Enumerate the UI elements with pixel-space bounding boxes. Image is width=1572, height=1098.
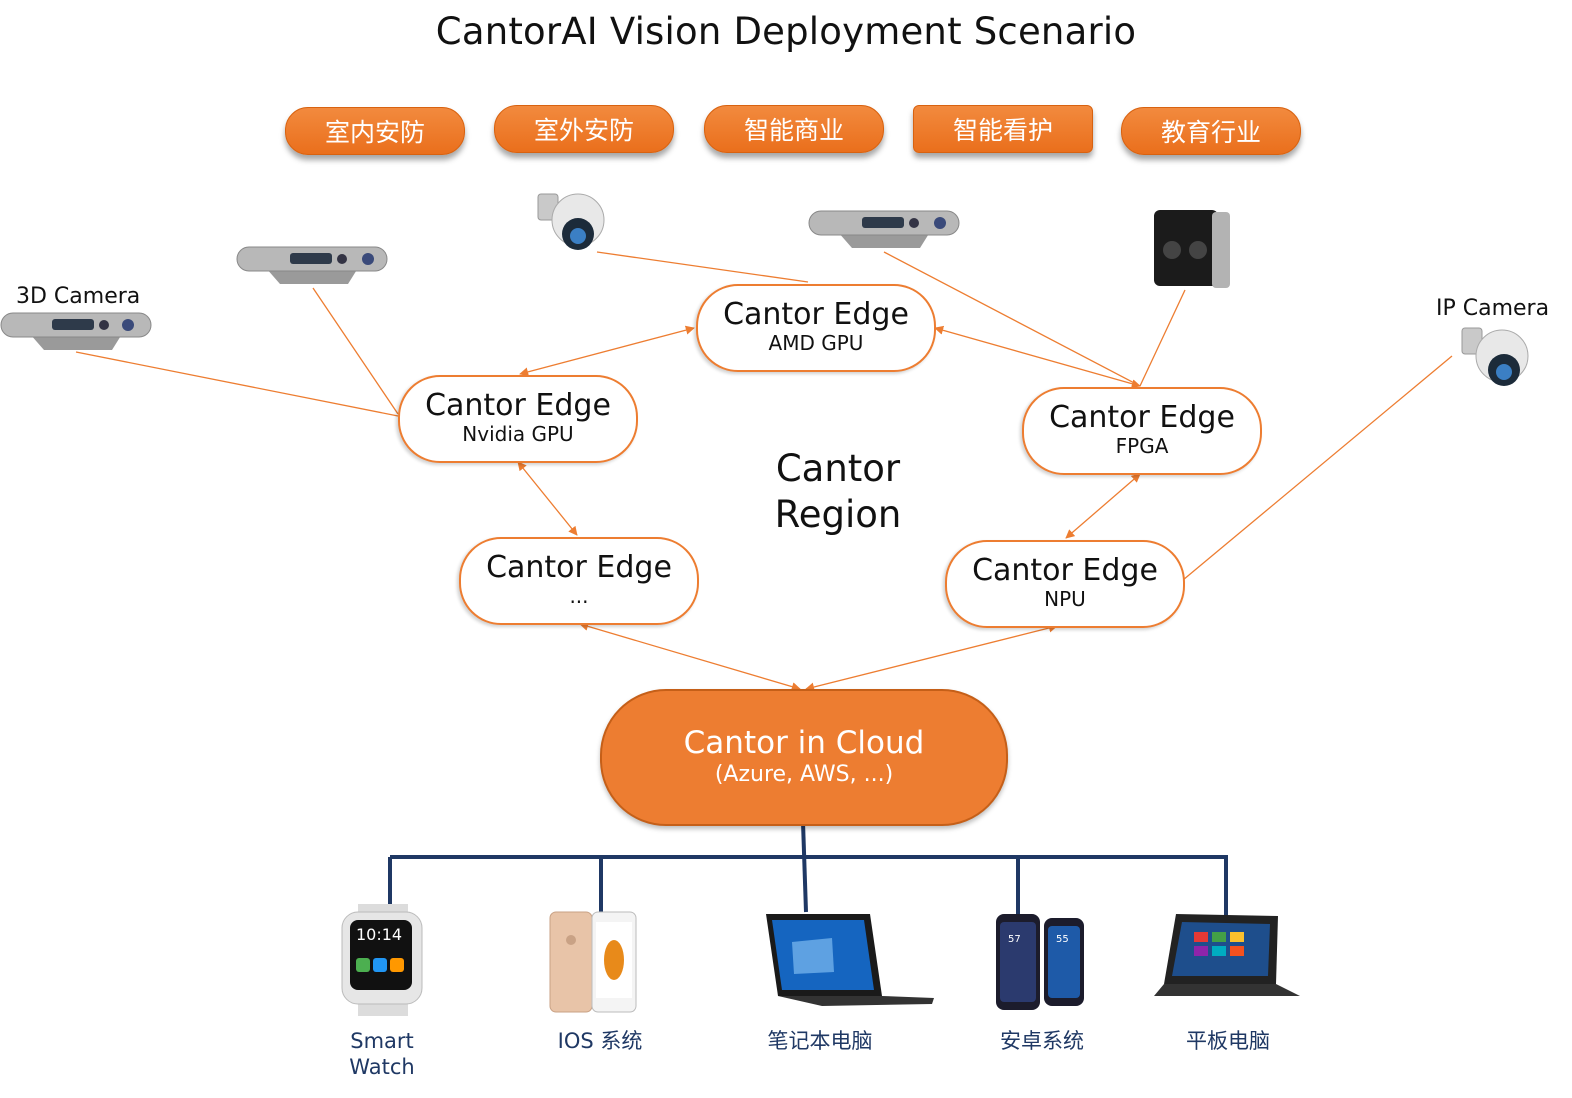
edge-node-nvidia-gpu: Cantor Edge Nvidia GPU <box>398 375 638 463</box>
link-cam2-nvidia <box>312 287 399 415</box>
link-cube-fpga <box>1139 289 1186 387</box>
depth-camera-icon <box>236 246 388 284</box>
edge-node-subtitle: AMD GPU <box>768 331 864 355</box>
arrow-nvidia-amd <box>519 325 695 377</box>
iphone-icon <box>549 911 637 1013</box>
edge-node-title: Cantor Edge <box>972 553 1158 588</box>
edge-node-fpga: Cantor Edge FPGA <box>1022 387 1262 475</box>
cloud-title: Cantor in Cloud <box>683 725 925 761</box>
edge-node-subtitle: NPU <box>1044 587 1086 611</box>
edge-node-amd-gpu: Cantor Edge AMD GPU <box>696 284 936 372</box>
region-label-line2: Region <box>774 493 902 536</box>
cloud-node: Cantor in Cloud (Azure, AWS, ...) <box>600 689 1008 826</box>
edge-node-npu: Cantor Edge NPU <box>945 540 1185 628</box>
device-label-tablet: 平板电脑 <box>1186 1029 1270 1053</box>
edge-node-title: Cantor Edge <box>486 550 672 585</box>
arrow-fpga-npu <box>1065 473 1141 539</box>
region-label-line1: Cantor <box>775 447 901 490</box>
smartwatch-icon: 10:14 <box>341 904 423 1016</box>
label-3d-camera: 3D Camera <box>16 284 141 309</box>
scenario-smart-care: 智能看护 <box>913 105 1093 153</box>
link-ipcam-npu <box>1182 355 1453 581</box>
scenario-indoor-security: 室内安防 <box>285 107 465 155</box>
laptop-icon <box>766 914 934 1006</box>
edge-node-subtitle: FPGA <box>1115 434 1169 458</box>
edge-node-subtitle: Nvidia GPU <box>462 422 574 446</box>
depth-camera-icon <box>0 312 152 350</box>
stereo-camera-icon <box>1154 210 1230 288</box>
scenario-smart-business: 智能商业 <box>704 105 884 153</box>
dome-camera-icon <box>537 193 605 250</box>
tablet-icon <box>1154 914 1300 996</box>
region-label: Cantor Region <box>738 446 938 538</box>
svg-text:55: 55 <box>1056 934 1069 945</box>
edge-node-title: Cantor Edge <box>1049 400 1235 435</box>
device-label-laptop: 笔记本电脑 <box>767 1029 873 1053</box>
cloud-subtitle: (Azure, AWS, ...) <box>714 762 894 787</box>
label-ip-camera: IP Camera <box>1436 296 1550 321</box>
edge-node-title: Cantor Edge <box>425 388 611 423</box>
arrow-nvidia-other <box>517 461 578 536</box>
depth-camera-icon <box>808 210 960 248</box>
arrow-other-cloud <box>579 621 801 692</box>
android-phones-icon: 57 55 <box>996 914 1084 1010</box>
edge-node-subtitle: ... <box>569 584 589 608</box>
device-label-android: 安卓系统 <box>1000 1029 1084 1053</box>
device-label-ios: IOS 系统 <box>557 1029 643 1053</box>
scenario-outdoor-security: 室外安防 <box>494 105 674 153</box>
link-dome-amd <box>596 251 809 283</box>
svg-text:10:14: 10:14 <box>356 925 402 944</box>
arrow-npu-cloud <box>805 623 1058 692</box>
svg-text:57: 57 <box>1008 934 1021 945</box>
arrow-amd-fpga <box>934 325 1141 389</box>
diagram-title: CantorAI Vision Deployment Scenario <box>435 10 1137 53</box>
edge-node-other: Cantor Edge ... <box>459 537 699 625</box>
scenario-education: 教育行业 <box>1121 107 1301 155</box>
device-label-smart-watch: Smart Watch <box>349 1029 415 1079</box>
dome-camera-icon <box>1461 327 1529 386</box>
edge-node-title: Cantor Edge <box>723 297 909 332</box>
link-3dcam-nvidia <box>75 351 399 417</box>
device-tree <box>388 821 1228 930</box>
